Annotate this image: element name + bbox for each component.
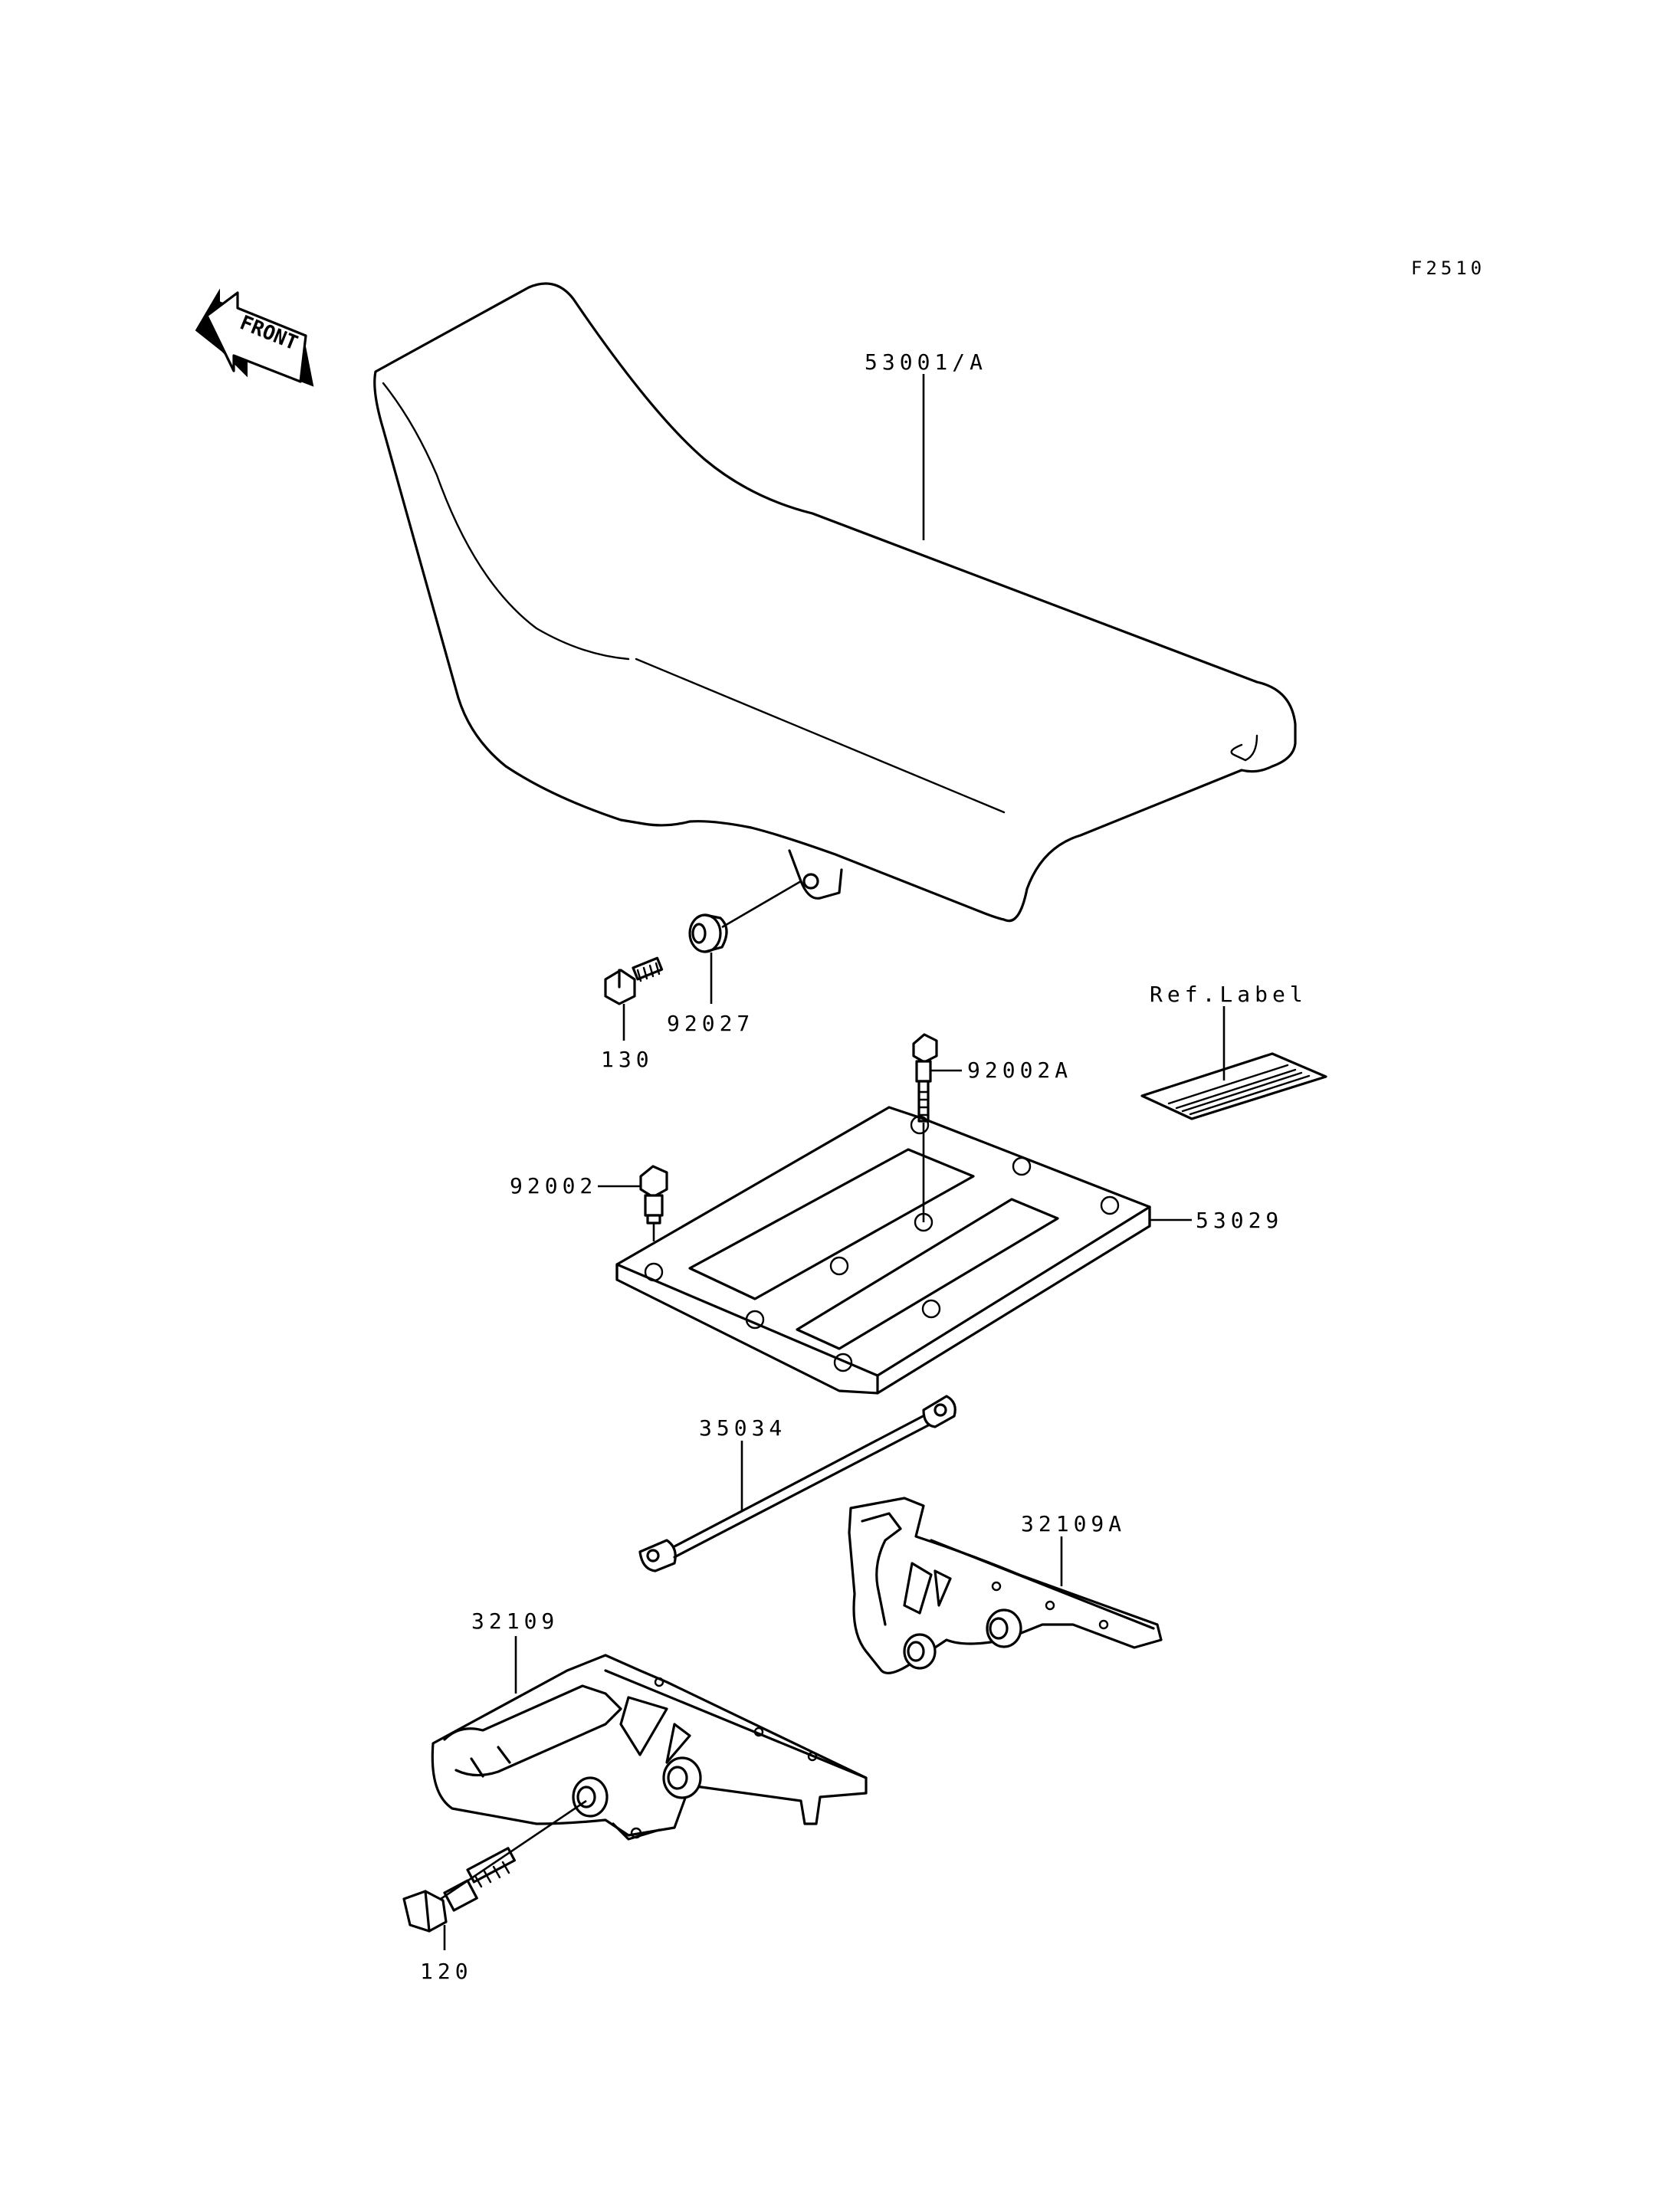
callout-ref-label: Ref.Label xyxy=(1150,982,1308,1007)
callout-plate: 53029 xyxy=(1196,1208,1283,1233)
callout-strap: 35034 xyxy=(699,1415,786,1441)
seat-base-plate-53029 xyxy=(615,1106,1151,1395)
callout-bolt-92002: 92002 xyxy=(510,1173,597,1199)
callout-bracket-left: 32109 xyxy=(471,1608,559,1634)
strap-35034 xyxy=(638,1395,956,1572)
bracket-32109A xyxy=(848,1497,1163,1674)
bolt-130 xyxy=(604,956,664,1005)
seat-assembly xyxy=(373,282,1297,923)
callout-grommet: 92027 xyxy=(667,1011,754,1036)
ref-label-sticker xyxy=(1140,1052,1327,1120)
callout-seat: 53001/A xyxy=(865,349,987,375)
bolt-92002 xyxy=(639,1165,668,1225)
grommet-92027 xyxy=(688,913,728,953)
callout-bolt-92002A: 92002A xyxy=(967,1058,1072,1083)
front-direction-arrow-icon: FRONT xyxy=(195,288,314,387)
bolt-92002A xyxy=(912,1033,938,1123)
bracket-32109 xyxy=(431,1654,868,1841)
figure-code: F2510 xyxy=(1411,257,1485,279)
callout-bracket-right: 32109A xyxy=(1021,1511,1126,1536)
callout-bolt-120: 120 xyxy=(420,1959,473,1984)
callout-bolt-130: 130 xyxy=(601,1047,654,1072)
